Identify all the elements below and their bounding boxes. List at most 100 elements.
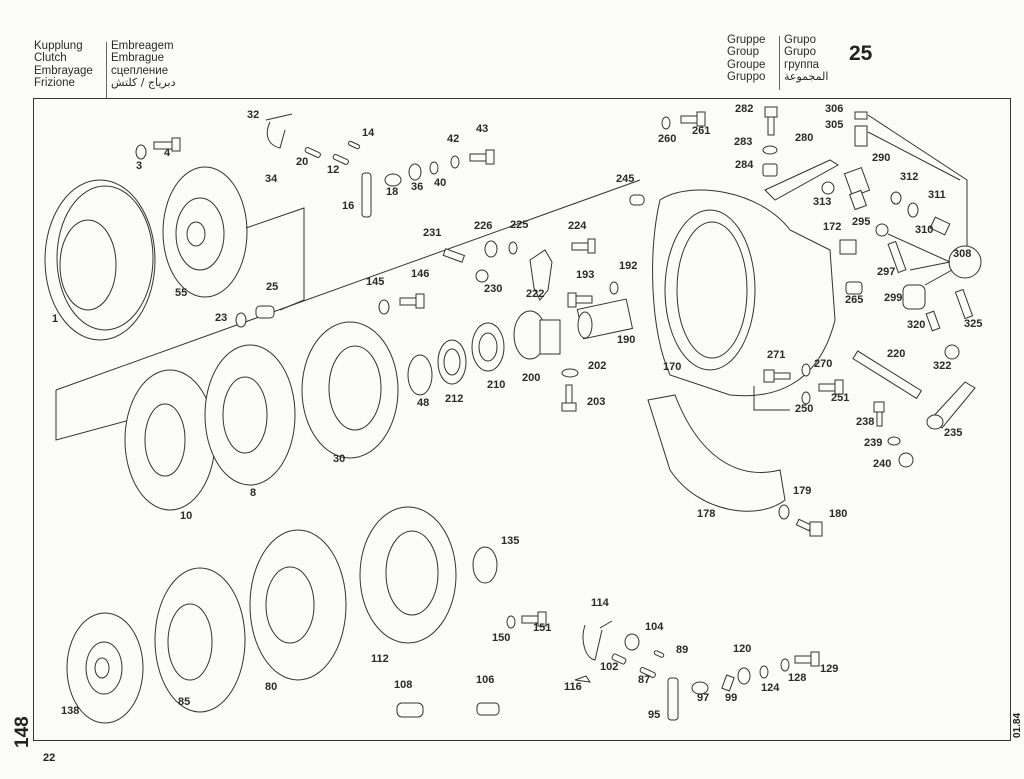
- group-de: Gruppe: [727, 34, 766, 46]
- part-shape-washer-145: [378, 299, 390, 315]
- part-shape-washer-124: [759, 665, 769, 679]
- group-fr: Groupe: [727, 58, 766, 71]
- part-label-297: 297: [877, 266, 896, 278]
- part-label-8: 8: [250, 487, 257, 499]
- group-bracket-line: [55, 179, 641, 391]
- group-en: Group: [727, 46, 759, 59]
- part-label-114: 114: [591, 597, 609, 609]
- part-shape-nut-226: [484, 240, 498, 258]
- part-label-3: 3: [136, 160, 143, 172]
- part-shape-bolt-180: [795, 518, 823, 537]
- part-label-320: 320: [907, 319, 926, 331]
- part-label-85: 85: [178, 696, 191, 708]
- part-label-36: 36: [411, 181, 424, 193]
- part-shape-pin-297: [887, 240, 907, 274]
- group-ar: المجموعة: [784, 70, 829, 84]
- group-label-block: Gruppe Group Groupe Gruppo Grupo Grupo г…: [727, 34, 887, 94]
- part-label-99: 99: [725, 692, 738, 704]
- part-label-16: 16: [342, 200, 355, 212]
- part-shape-nut-322: [944, 344, 960, 360]
- part-shape-release-sleeve-200: [513, 310, 561, 360]
- part-label-290: 290: [872, 152, 891, 164]
- part-shape-clip-116: [574, 675, 592, 683]
- part-label-20: 20: [296, 156, 309, 168]
- part-shape-bearing-210: [471, 322, 505, 372]
- part-label-230: 230: [484, 283, 503, 295]
- section-title-block: Kupplung Clutch Embrayage Frizione Embre…: [34, 40, 234, 100]
- part-shape-bolt-238: [873, 401, 885, 427]
- part-label-180: 180: [829, 508, 848, 520]
- part-label-116: 116: [564, 681, 582, 693]
- part-shape-washer-230: [475, 269, 489, 283]
- part-shape-pin-102: [611, 653, 627, 665]
- part-shape-washer-311: [907, 202, 919, 218]
- part-shape-nut-284: [762, 163, 778, 177]
- part-label-151: 151: [533, 622, 552, 634]
- part-shape-bolt-261: [680, 111, 706, 127]
- part-label-80: 80: [265, 681, 278, 693]
- part-shape-washer-179: [778, 504, 790, 520]
- part-shape-pin-12: [332, 153, 349, 165]
- part-label-106: 106: [476, 674, 495, 686]
- part-shape-bolt-224: [571, 238, 596, 254]
- part-shape-bushing-265: [845, 281, 863, 295]
- part-shape-spring-108: [396, 702, 424, 718]
- part-label-225: 225: [510, 219, 529, 231]
- part-label-271: 271: [767, 349, 786, 361]
- part-shape-spring-clip-114: [582, 620, 613, 661]
- part-shape-washer-192: [609, 281, 619, 295]
- title-fr: Embrayage: [34, 64, 93, 77]
- part-label-325: 325: [964, 318, 983, 330]
- part-label-128: 128: [788, 672, 807, 684]
- part-label-250: 250: [795, 403, 814, 415]
- part-shape-washer-283: [762, 145, 778, 155]
- part-shape-clutch-cover-112: [359, 506, 457, 644]
- part-label-280: 280: [795, 132, 814, 144]
- part-shape-spring-25: [255, 305, 275, 319]
- part-shape-plug-305: [854, 125, 868, 147]
- part-shape-washer-150: [506, 615, 516, 629]
- part-label-23: 23: [215, 312, 228, 324]
- part-label-238: 238: [856, 416, 875, 428]
- part-shape-bearing-212: [437, 339, 467, 385]
- part-label-43: 43: [476, 123, 489, 135]
- part-shape-pin-14: [347, 140, 361, 150]
- part-shape-washer-128: [780, 658, 790, 672]
- title-es: Embrague: [111, 52, 165, 65]
- part-label-178: 178: [697, 508, 716, 520]
- part-label-299: 299: [884, 292, 903, 304]
- diagram-frame: [33, 98, 1011, 741]
- part-shape-washer-312: [890, 191, 902, 205]
- title-de: Kupplung: [34, 40, 83, 52]
- part-shape-lever-222: [529, 249, 553, 301]
- header-divider: [779, 36, 780, 90]
- leader-line: [924, 269, 953, 286]
- part-shape-clip-104: [624, 633, 640, 651]
- part-shape-bolt-282: [764, 106, 778, 136]
- part-label-260: 260: [658, 133, 677, 145]
- part-shape-bolt-146: [399, 293, 425, 309]
- part-label-200: 200: [522, 372, 541, 384]
- part-label-170: 170: [663, 361, 682, 373]
- part-label-124: 124: [761, 682, 780, 694]
- part-label-308: 308: [953, 248, 972, 260]
- part-label-87: 87: [638, 674, 651, 686]
- part-label-212: 212: [445, 393, 464, 405]
- title-ar: دبرياج / كلتش: [111, 76, 176, 90]
- part-shape-clevis-18: [384, 173, 402, 187]
- part-label-129: 129: [820, 663, 839, 675]
- part-label-89: 89: [676, 644, 689, 656]
- part-shape-plug-306: [854, 111, 868, 120]
- part-shape-flywheel: [162, 166, 248, 298]
- part-label-311: 311: [928, 189, 946, 201]
- group-bracket-line: [245, 207, 305, 311]
- part-label-239: 239: [864, 437, 883, 449]
- part-shape-washer-250: [801, 391, 811, 405]
- part-label-265: 265: [845, 294, 864, 306]
- part-label-112: 112: [371, 653, 389, 665]
- part-label-10: 10: [180, 510, 193, 522]
- part-shape-cap-295: [875, 223, 889, 237]
- part-shape-washer-3: [135, 144, 147, 160]
- part-shape-bushing-106: [476, 702, 500, 716]
- part-label-270: 270: [814, 358, 833, 370]
